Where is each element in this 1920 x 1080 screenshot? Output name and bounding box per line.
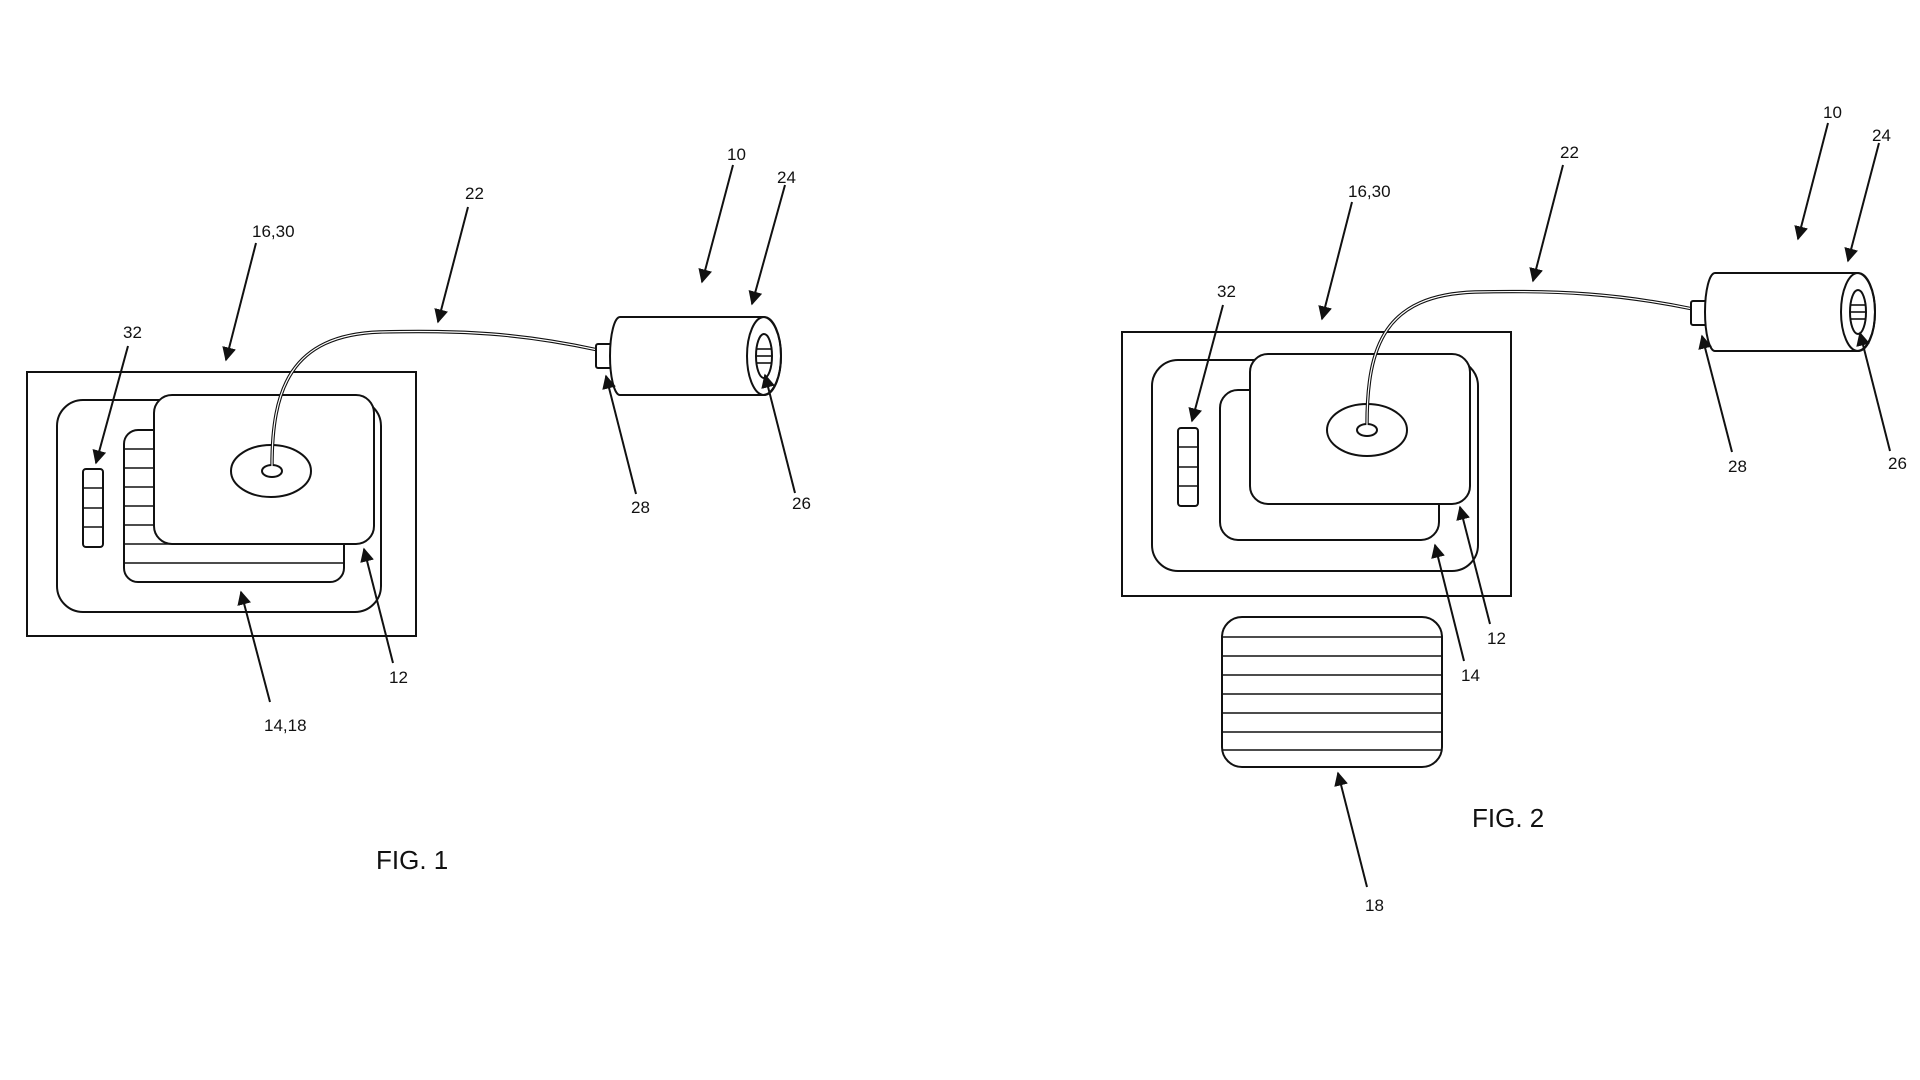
fig2-leader-14 <box>1431 543 1465 662</box>
fig2-ref-16-30: 16,30 <box>1348 182 1391 201</box>
fig2-leader-18 <box>1334 771 1368 888</box>
fig2-top-pad <box>1249 353 1471 505</box>
fig1-ref-24: 24 <box>777 168 796 187</box>
fig2-indicator <box>1177 427 1199 507</box>
fig2-ref-28: 28 <box>1728 457 1747 476</box>
fig2-caption: FIG. 2 <box>1472 803 1544 833</box>
fig2-ref-22: 22 <box>1560 143 1579 162</box>
fig1-leader-10 <box>698 164 734 284</box>
fig1-ref-12: 12 <box>389 668 408 687</box>
fig1-ref-10: 10 <box>727 145 746 164</box>
fig2-leader-26 <box>1856 331 1891 452</box>
fig1-leader-16-30 <box>222 242 257 362</box>
fig1-housing-outline <box>26 371 417 637</box>
fig1-leader-28 <box>602 374 637 495</box>
fig2-ref-18: 18 <box>1365 896 1384 915</box>
fig1-ref-28: 28 <box>631 498 650 517</box>
fig2-leader-16-30 <box>1318 201 1353 321</box>
fig2-cable <box>1365 289 1694 426</box>
figure-1: 10 24 22 16,30 32 28 26 12 14,18 FIG. 1 <box>26 145 811 875</box>
fig2-ref-32: 32 <box>1217 282 1236 301</box>
fig1-leader-32 <box>92 345 129 465</box>
fig1-cable <box>270 329 599 467</box>
fig1-ref-22: 22 <box>465 184 484 203</box>
fig2-ref-26: 26 <box>1888 454 1907 473</box>
fig2-leader-10 <box>1794 122 1829 241</box>
fig2-ref-24: 24 <box>1872 126 1891 145</box>
fig1-caption: FIG. 1 <box>376 845 448 875</box>
fig1-leader-14-18 <box>237 590 271 703</box>
fig2-leader-28 <box>1698 334 1733 453</box>
fig1-ref-16-30: 16,30 <box>252 222 295 241</box>
fig1-leader-24 <box>748 184 786 306</box>
fig1-leader-12 <box>360 547 394 664</box>
fig1-top-pad <box>153 394 375 545</box>
fig1-leader-22 <box>434 206 469 324</box>
fig2-ref-12: 12 <box>1487 629 1506 648</box>
fig2-ref-10: 10 <box>1823 103 1842 122</box>
fig1-cylinder <box>609 316 782 396</box>
figure-2: 10 24 22 16,30 32 28 26 12 14 18 FIG. 2 <box>1121 103 1907 915</box>
fig1-leader-26 <box>761 373 796 494</box>
fig2-battery <box>1221 616 1443 768</box>
fig2-ref-14: 14 <box>1461 666 1480 685</box>
fig2-leader-22 <box>1529 164 1564 283</box>
fig2-housing-outline <box>1121 331 1512 597</box>
fig1-indicator <box>82 468 104 548</box>
fig1-ref-14-18: 14,18 <box>264 716 307 735</box>
fig2-cylinder <box>1704 272 1876 352</box>
fig2-leader-24 <box>1844 142 1880 263</box>
fig2-leader-32 <box>1188 304 1224 423</box>
fig1-ref-32: 32 <box>123 323 142 342</box>
fig2-leader-12 <box>1456 505 1491 625</box>
fig1-ref-26: 26 <box>792 494 811 513</box>
